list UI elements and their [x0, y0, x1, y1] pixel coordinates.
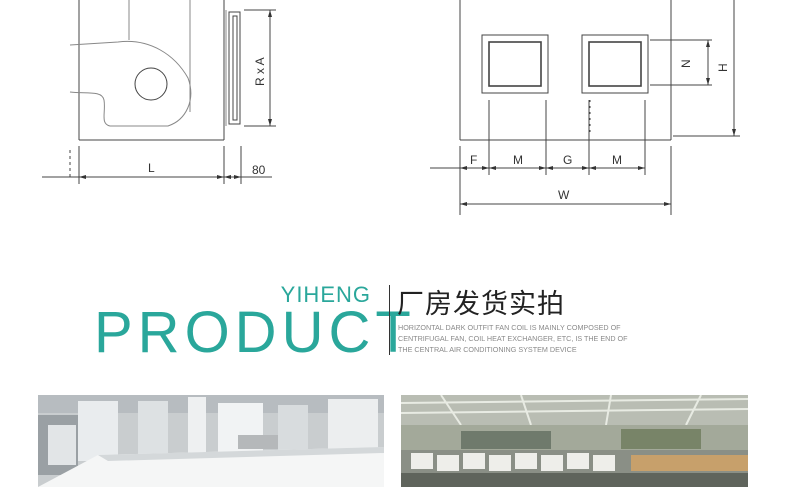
side-view-arrows: [79, 10, 272, 179]
factory-photo-left: [38, 395, 384, 487]
front-view-arrows: [460, 40, 736, 206]
factory-photo-right: [401, 395, 748, 487]
section-title: 厂房发货实拍: [397, 289, 565, 319]
title-divider: [389, 285, 390, 355]
dim-label-height: R x A: [253, 57, 267, 86]
dim-label-n: N: [679, 59, 693, 68]
dim-label-h: H: [716, 63, 730, 72]
dim-label-m-right: M: [612, 153, 622, 167]
technical-drawings: L 80 R x A: [42, 0, 740, 215]
dim-label-width: W: [558, 188, 570, 202]
dim-label-length: L: [148, 161, 155, 175]
dim-label-side: 80: [252, 163, 266, 177]
front-view-drawing: [430, 0, 740, 215]
brand-subtitle: YIHENG: [280, 282, 371, 307]
side-view-drawing: [42, 0, 276, 184]
dim-label-g: G: [563, 153, 572, 167]
brand-title: PRODUCT: [94, 300, 416, 365]
dim-label-m-left: M: [513, 153, 523, 167]
section-description: HORIZONTAL DARK OUTFIT FAN COIL IS MAINL…: [398, 323, 628, 354]
dim-label-f: F: [470, 153, 477, 167]
